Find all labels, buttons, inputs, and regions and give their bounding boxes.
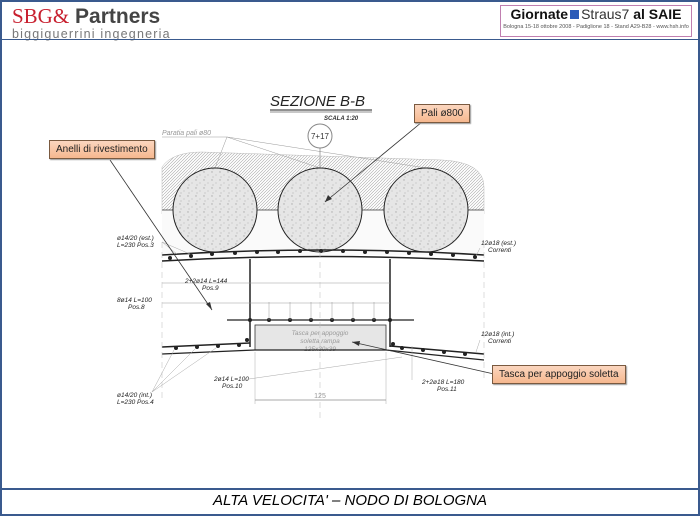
footer-divider [2, 488, 698, 490]
logo-subtitle: biggiguerrini ingegneria [12, 27, 171, 41]
logo-r-c: al SAIE [633, 6, 682, 22]
svg-text:2+2ø18 L=180: 2+2ø18 L=180 [421, 379, 465, 386]
svg-text:Pos.8: Pos.8 [128, 304, 145, 311]
svg-text:2ø14 L=100: 2ø14 L=100 [213, 376, 249, 383]
svg-text:Pos.10: Pos.10 [222, 383, 243, 390]
logo-brand: SBG& [12, 4, 70, 28]
pile-1 [172, 167, 258, 253]
callout-anelli: Anelli di rivestimento [49, 140, 155, 159]
svg-text:8ø14 L=100: 8ø14 L=100 [117, 297, 152, 304]
svg-text:soletta rampa: soletta rampa [300, 338, 340, 345]
svg-text:12ø18 (int.): 12ø18 (int.) [481, 331, 514, 338]
svg-text:L=230 Pos.4: L=230 Pos.4 [117, 399, 154, 406]
logo-r-a: Giornate [510, 6, 569, 22]
marker-label: 7+17 [311, 132, 330, 141]
logo-r-b: Straus7 [581, 6, 630, 22]
callout-pali: Pali ø800 [414, 104, 471, 123]
svg-text:ø14/20 (est.): ø14/20 (est.) [117, 235, 154, 242]
svg-text:L=230 Pos.3: L=230 Pos.3 [117, 242, 154, 249]
pile-2 [277, 167, 363, 253]
footer-title: ALTA VELOCITA' – NODO DI BOLOGNA [212, 492, 488, 509]
straus-square-icon [570, 10, 580, 19]
svg-text:Pos.11: Pos.11 [437, 386, 457, 393]
straus7-saie-logo: Giornate Straus7 al SAIE Bologna 15-18 ot… [500, 5, 692, 37]
section-scale: SCALA 1:20 [324, 116, 359, 122]
svg-text:Correnti: Correnti [488, 338, 512, 345]
section-title: SEZIONE B-B [270, 93, 365, 110]
callout-tasca: Tasca per appoggio soletta [492, 365, 626, 384]
top-rebars [168, 249, 477, 260]
svg-text:Correnti: Correnti [488, 247, 512, 254]
paratia-label: Paratia pali ø80 [162, 130, 211, 137]
svg-text:ø14/20 (int.): ø14/20 (int.) [117, 392, 152, 399]
svg-text:Pos.9: Pos.9 [202, 285, 219, 292]
pile-3 [383, 167, 469, 253]
svg-text:2+2ø14 L=144: 2+2ø14 L=144 [184, 278, 228, 285]
svg-text:12ø18 (est.): 12ø18 (est.) [481, 240, 516, 247]
logo-r-sub: Bologna 15-18 ottobre 2008 - Padiglione … [503, 24, 689, 30]
header-divider [2, 39, 698, 40]
tasca-pocket [254, 324, 387, 351]
sbg-partners-logo: SBG& Partners biggiguerrini ingegneria [12, 5, 171, 41]
dimension-label: 125 [314, 393, 326, 400]
logo-partners: Partners [75, 5, 161, 28]
section-drawing: SEZIONE B-B SCALA 1:20 Paratia pali ø80 … [109, 93, 516, 422]
